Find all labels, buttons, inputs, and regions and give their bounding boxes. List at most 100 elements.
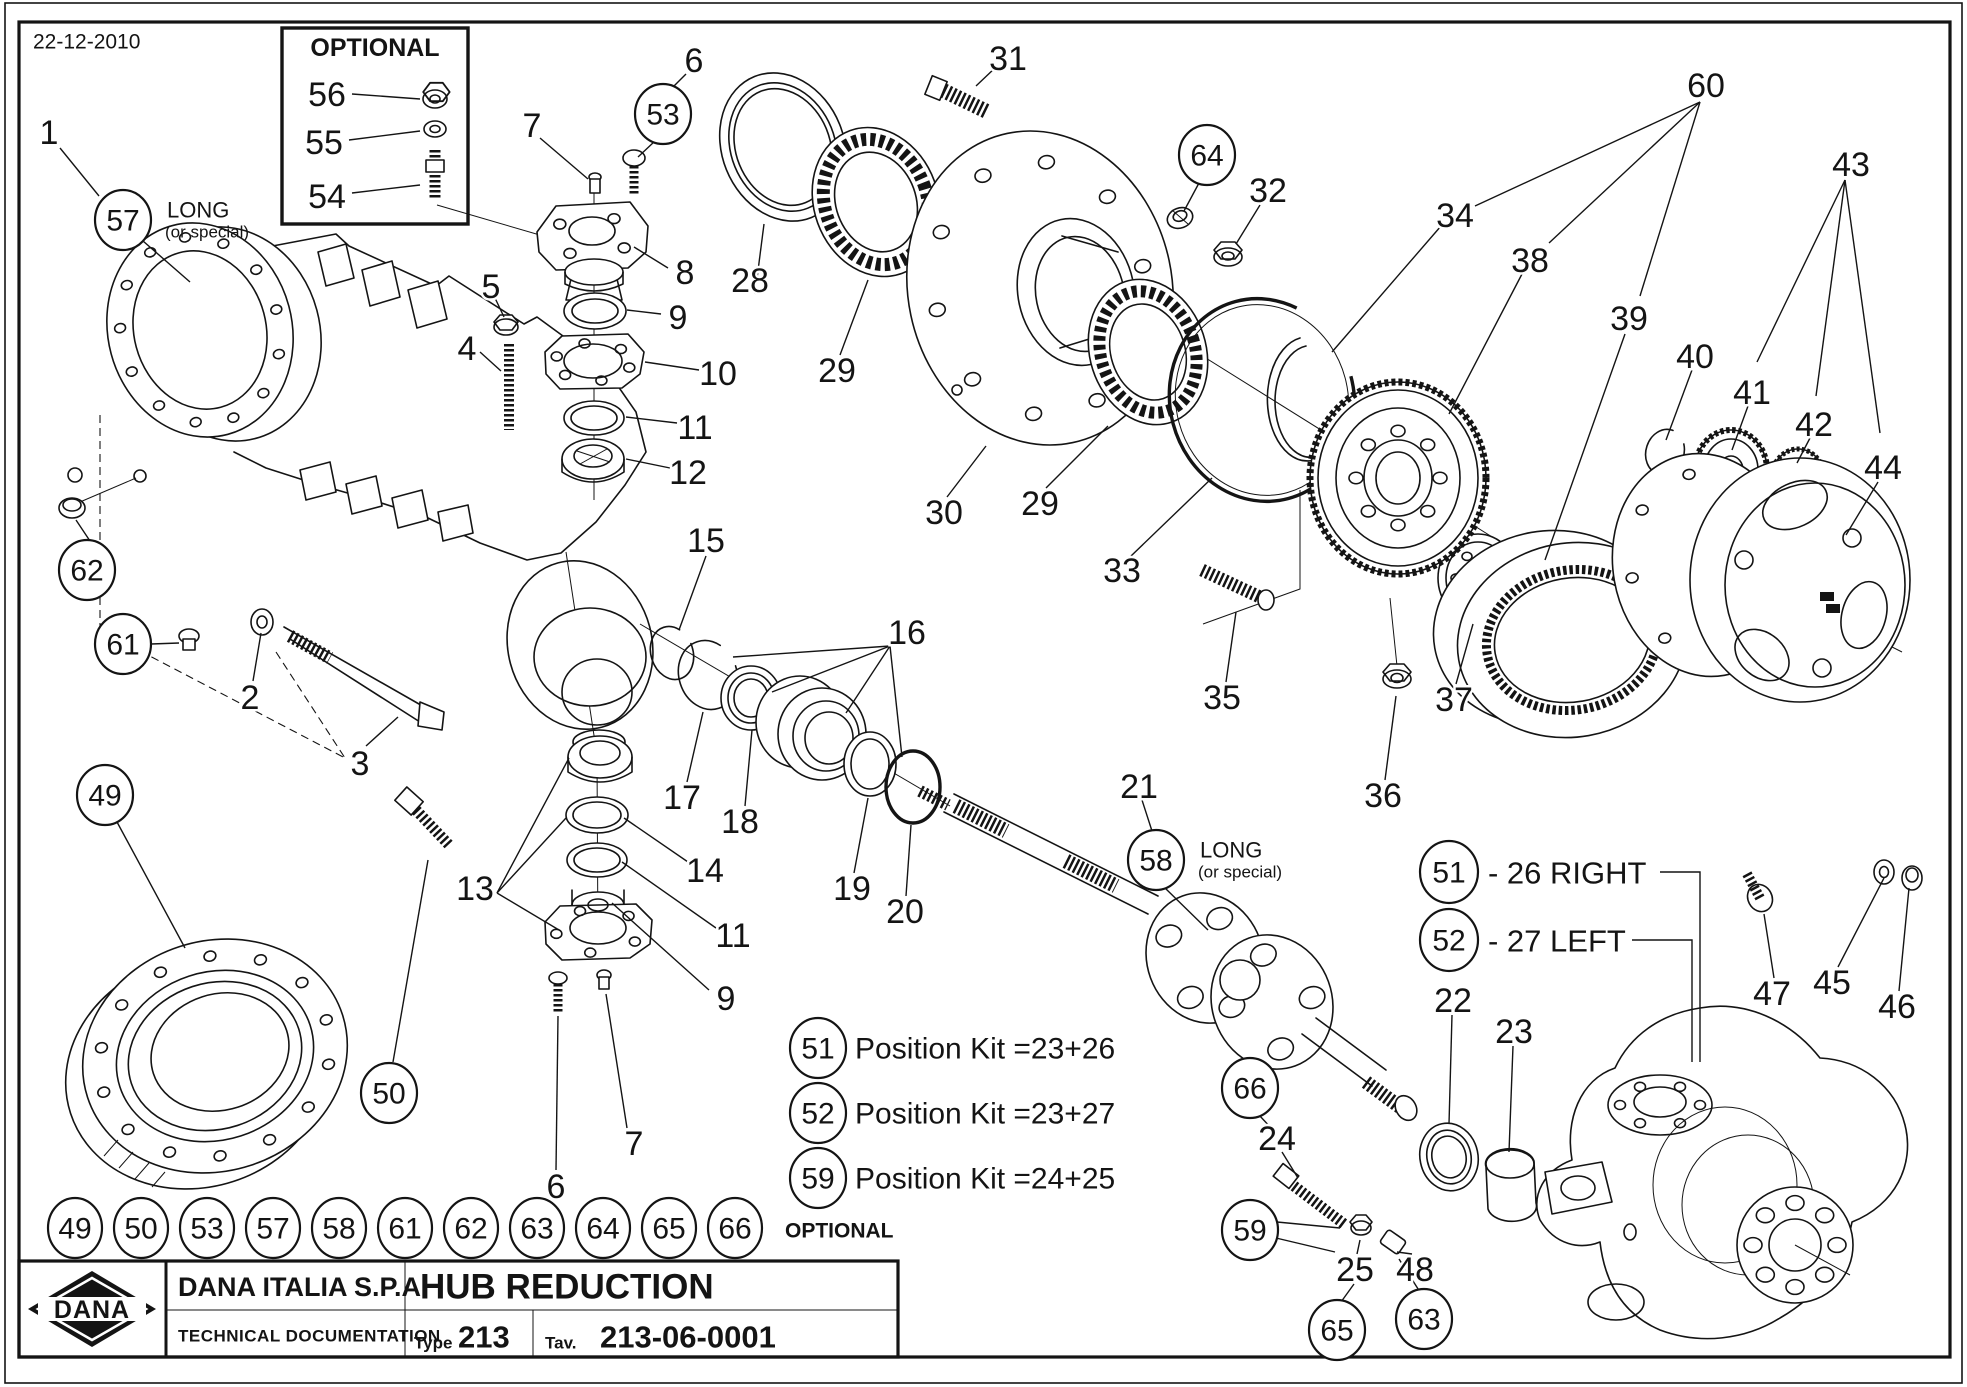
svg-text:65: 65 bbox=[1320, 1315, 1353, 1348]
svg-text:53: 53 bbox=[646, 99, 679, 132]
bearing-12 bbox=[561, 438, 625, 483]
spacer-48 bbox=[1379, 1229, 1407, 1255]
side-notes: 51 - 26 RIGHT 52 - 27 LEFT bbox=[1418, 839, 1647, 973]
circled-callout-49: 49 bbox=[75, 763, 135, 827]
kit-num-52: 52 bbox=[801, 1098, 834, 1131]
callout-3: 3 bbox=[348, 743, 372, 786]
svg-text:19: 19 bbox=[833, 870, 871, 908]
kingpin-bottom-stack bbox=[544, 735, 653, 1012]
bolt-50 bbox=[394, 786, 454, 850]
svg-text:49: 49 bbox=[58, 1213, 91, 1246]
kit-text-59: Position Kit =24+25 bbox=[855, 1163, 1115, 1196]
lower-kingpin-flange-13 bbox=[544, 889, 653, 961]
legend-circle-66: 66 bbox=[706, 1196, 764, 1260]
svg-text:64: 64 bbox=[1190, 140, 1223, 173]
callout-41: 41 bbox=[1731, 372, 1774, 415]
left-note-bracket bbox=[1632, 939, 1693, 1062]
svg-text:48: 48 bbox=[1396, 1251, 1434, 1289]
leader-11 bbox=[625, 416, 678, 424]
svg-text:29: 29 bbox=[818, 352, 856, 390]
svg-text:25: 25 bbox=[1336, 1251, 1374, 1289]
leader-43 bbox=[1756, 179, 1846, 363]
phantom-line bbox=[99, 415, 346, 759]
callout-18: 18 bbox=[719, 801, 762, 844]
svg-text:14: 14 bbox=[686, 852, 724, 890]
svg-text:11: 11 bbox=[677, 409, 712, 447]
snap-ring-33 bbox=[1167, 296, 1357, 504]
optional-box bbox=[280, 26, 470, 226]
svg-text:18: 18 bbox=[721, 803, 759, 841]
breather-61 bbox=[178, 628, 200, 651]
callout-9: 9 bbox=[714, 978, 738, 1021]
svg-text:43: 43 bbox=[1832, 146, 1870, 184]
svg-text:LONG: LONG bbox=[1200, 838, 1262, 863]
leader-19 bbox=[853, 797, 869, 874]
stud-31 bbox=[924, 74, 991, 119]
dana-logo: DANA bbox=[28, 1271, 156, 1347]
svg-text:8: 8 bbox=[676, 254, 695, 292]
callout-54: 54 bbox=[306, 176, 349, 219]
ring-49 bbox=[64, 938, 349, 1190]
svg-text:62: 62 bbox=[70, 555, 103, 588]
circled-callout-63: 63 bbox=[1394, 1287, 1454, 1351]
leader-24 bbox=[1281, 1151, 1299, 1179]
legend-circle-64: 64 bbox=[574, 1196, 632, 1260]
leader-28 bbox=[754, 223, 765, 295]
leader-13 bbox=[496, 757, 570, 894]
leader-21 bbox=[1141, 799, 1153, 832]
svg-text:58: 58 bbox=[1139, 845, 1172, 878]
kit-text-52: Position Kit =23+27 bbox=[855, 1098, 1115, 1131]
tav-label: Tav. bbox=[545, 1334, 577, 1353]
svg-text:59: 59 bbox=[1233, 1215, 1266, 1248]
kit-notes: 51 Position Kit =23+26 52 Position Kit =… bbox=[788, 1016, 1115, 1210]
leader-44 bbox=[1845, 481, 1879, 536]
kit-text-51: Position Kit =23+26 bbox=[855, 1033, 1115, 1066]
callout-8: 8 bbox=[673, 252, 697, 295]
svg-text:44: 44 bbox=[1864, 449, 1902, 487]
ref-line bbox=[1389, 597, 1398, 667]
tav-value: 213-06-0001 bbox=[600, 1320, 776, 1355]
callout-43: 43 bbox=[1830, 144, 1873, 187]
circled-callout-61: 61 bbox=[93, 612, 153, 676]
svg-text:12: 12 bbox=[669, 454, 707, 492]
leader-13 bbox=[496, 892, 560, 931]
callout-23: 23 bbox=[1493, 1011, 1536, 1054]
leader-59 bbox=[1275, 1237, 1336, 1253]
svg-text:11: 11 bbox=[715, 917, 750, 955]
ring-gear-38 bbox=[1306, 378, 1490, 578]
leader-47 bbox=[1763, 913, 1775, 979]
leader-46 bbox=[1898, 887, 1910, 992]
callout-19: 19 bbox=[831, 868, 874, 911]
hub-group bbox=[718, 72, 1923, 913]
legend-circle-63: 63 bbox=[508, 1196, 566, 1260]
plate-10 bbox=[544, 333, 645, 390]
callout-39: 39 bbox=[1608, 298, 1651, 341]
leader-37 bbox=[1455, 623, 1474, 685]
callout-17: 17 bbox=[661, 777, 704, 820]
bushing-23 bbox=[1484, 1147, 1538, 1223]
leader-8 bbox=[633, 246, 669, 269]
svg-text:13: 13 bbox=[456, 870, 494, 908]
o-ring-20 bbox=[884, 749, 942, 825]
callout-25: 25 bbox=[1334, 1249, 1377, 1292]
svg-text:22: 22 bbox=[1434, 982, 1472, 1020]
leader-42 bbox=[1796, 437, 1811, 464]
callout-15: 15 bbox=[685, 520, 728, 563]
legend-circle-58: 58 bbox=[310, 1196, 368, 1260]
leader-9 bbox=[626, 309, 662, 315]
flange-bolt-holes bbox=[113, 232, 286, 428]
leader-7 bbox=[605, 993, 628, 1129]
callout-24: 24 bbox=[1256, 1118, 1299, 1161]
callout-31: 31 bbox=[987, 38, 1030, 81]
side-text-left: - 27 LEFT bbox=[1488, 924, 1626, 959]
type-label: Type bbox=[414, 1334, 452, 1353]
legend-circle-57: 57 bbox=[244, 1196, 302, 1260]
svg-text:7: 7 bbox=[523, 107, 542, 145]
kit-circle-59 bbox=[788, 1146, 848, 1210]
svg-text:32: 32 bbox=[1249, 172, 1287, 210]
svg-text:21: 21 bbox=[1120, 768, 1158, 806]
svg-text:LONG: LONG bbox=[167, 198, 229, 223]
svg-text:63: 63 bbox=[1407, 1304, 1440, 1337]
svg-text:64: 64 bbox=[586, 1213, 619, 1246]
